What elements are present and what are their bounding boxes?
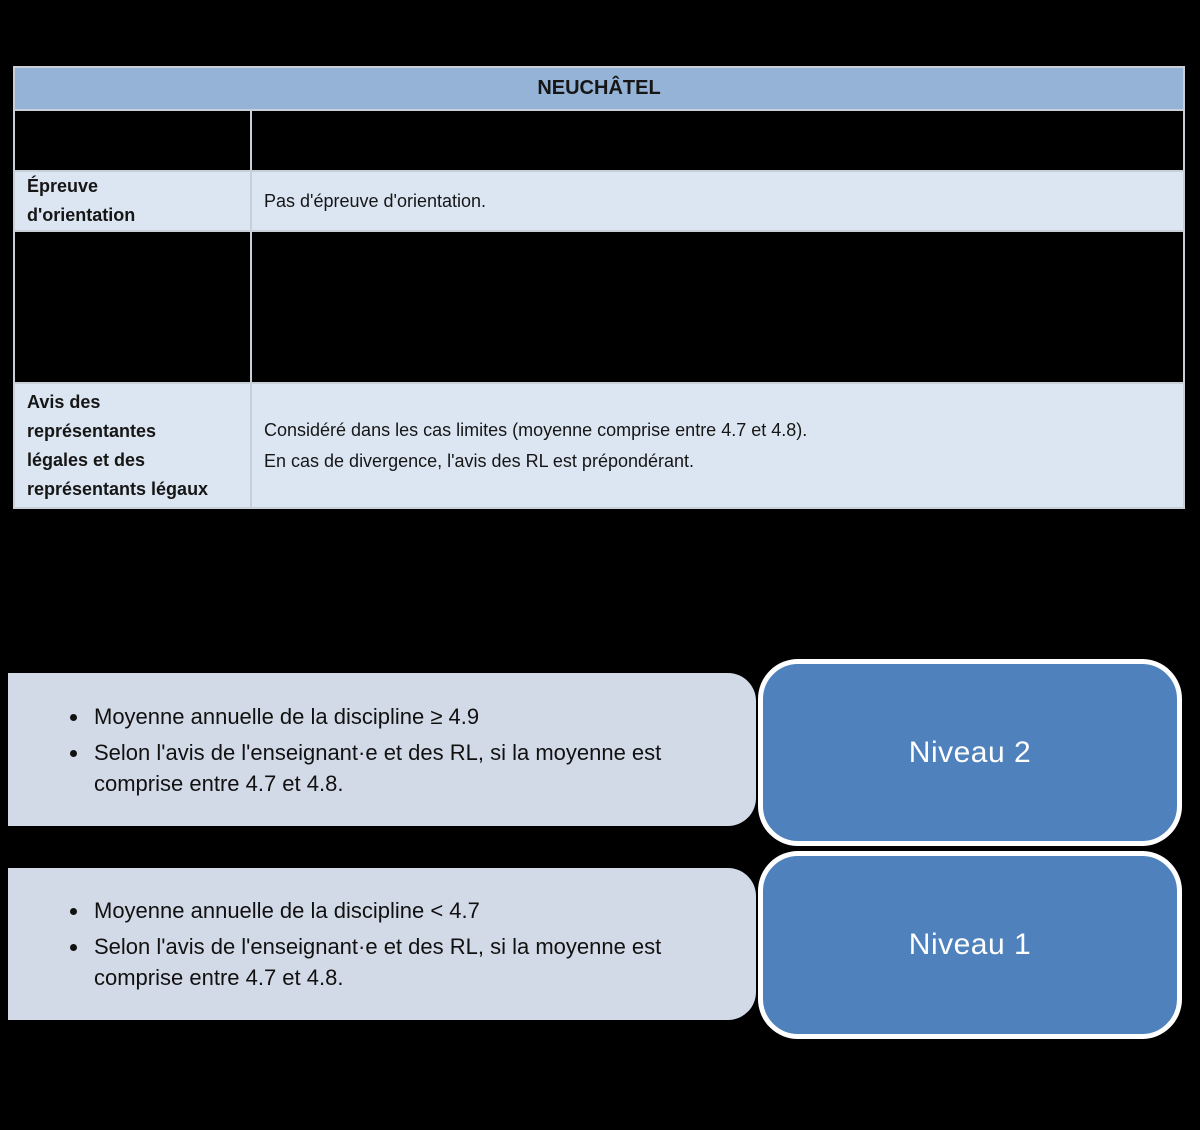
table-header-neuchatel: NEUCHÂTEL [15,68,1183,109]
criteria-bullet-list: Moyenne annuelle de la discipline < 4.7 … [8,890,754,998]
criteria-bullet: Selon l'avis de l'enseignant·e et des RL… [90,737,734,799]
level-label: Niveau 2 [908,735,1032,769]
row-content-line: Considéré dans les cas limites (moyenne … [264,419,808,440]
row-content-epreuve: Pas d'épreuve d'orientation. [252,172,1183,230]
table-row-redacted-1 [15,109,1183,170]
row-label-line: représentantes [27,420,157,441]
redacted-label-cell [15,232,252,382]
row-label-line: Épreuve [27,176,99,196]
row-label-line: d'orientation [27,205,136,225]
row-label-line: représentants légaux [27,478,209,499]
level-box-niveau-1: Niveau 1 [758,851,1182,1039]
redacted-content-cell [252,111,1183,170]
level-label: Niveau 1 [908,928,1032,961]
criteria-box-niveau-2: Moyenne annuelle de la discipline ≥ 4.9 … [8,673,756,826]
row-label-epreuve: Épreuve d'orientation [15,172,252,230]
table-row-redacted-2 [15,230,1183,382]
criteria-box-niveau-1: Moyenne annuelle de la discipline < 4.7 … [8,868,756,1020]
neuchatel-table: NEUCHÂTEL Épreuve d'orientation Pas d'ép… [13,66,1185,509]
row-label-line: légales et des [27,449,146,470]
row-label-line: Avis des [27,391,101,412]
criteria-bullet-list: Moyenne annuelle de la discipline ≥ 4.9 … [8,696,754,804]
criteria-bullet: Selon l'avis de l'enseignant·e et des RL… [90,931,734,993]
row-content-line: Pas d'épreuve d'orientation. [264,190,487,211]
table-row-avis-rl: Avis des représentantes légales et des r… [15,382,1183,507]
row-content-avis-rl: Considéré dans les cas limites (moyenne … [252,384,1183,507]
level-box-niveau-2: Niveau 2 [758,659,1182,846]
row-label-avis-rl: Avis des représentantes légales et des r… [15,384,252,507]
criteria-bullet: Moyenne annuelle de la discipline ≥ 4.9 [90,701,734,732]
row-content-line: En cas de divergence, l'avis des RL est … [264,450,695,471]
redacted-content-cell [252,232,1183,382]
table-row-epreuve: Épreuve d'orientation Pas d'épreuve d'or… [15,170,1183,230]
criteria-bullet: Moyenne annuelle de la discipline < 4.7 [90,895,734,926]
redacted-label-cell [15,111,252,170]
